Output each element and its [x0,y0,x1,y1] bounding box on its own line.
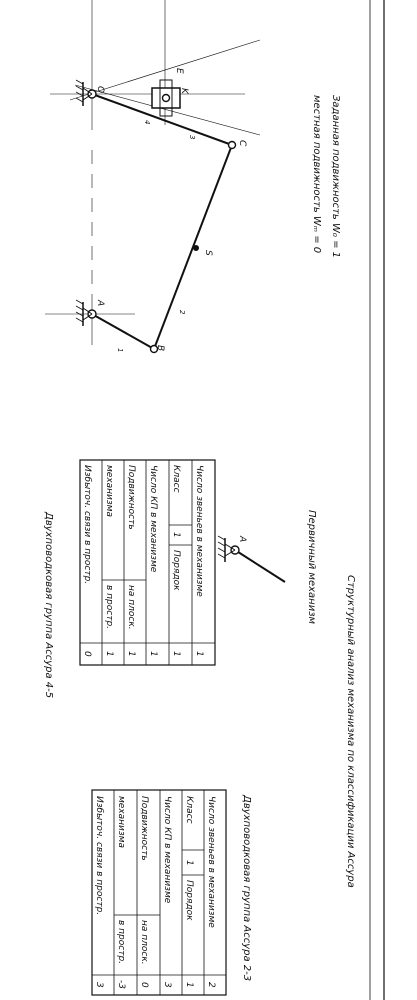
axis-diagonal [74,84,261,136]
joint-C [227,140,237,150]
label-link-3: 3 [188,135,196,139]
slider-pin [161,93,171,103]
tg-row2-label: Класс [184,796,194,824]
tp-row4-label: Подвижность [126,465,136,530]
link-C-B [153,144,233,350]
label-A-primary: A [237,535,247,542]
tp-row5-sub: в простр. [104,585,114,629]
group-2-3-title: Двухповодковая группа Ассура 2-3 [241,794,252,981]
mobility-text-1: Заданная подвижность W₀ = 1 [330,95,341,258]
tg-row5-sub: в простр. [116,920,126,964]
axis-diagonal-2 [69,39,261,101]
tp-row2-sub: Порядок [171,550,181,591]
tp-row5-label: механизма [104,465,114,517]
label-O: O [95,86,105,93]
tp-row6-value: 0 [82,651,92,657]
primary-mechanism-sketch: A [217,535,286,583]
table-primary: Число звеньев в механизме 1 Класс 1 Поря… [79,459,216,666]
label-E: E [174,68,184,74]
tg-row5-value: -3 [116,980,126,989]
label-link-1: 1 [116,348,124,352]
ground-O [75,79,93,106]
tg-row4-value: 0 [139,982,149,988]
slider-guide [159,79,173,117]
tp-row2-value: 1 [171,651,181,657]
tg-row6-value: 3 [94,982,104,988]
link-A-B [91,313,155,350]
tg-row2-value: 1 [184,982,194,988]
tp-row6-label: Избыточ. связи в простр. [82,465,92,584]
tp-row3-value: 1 [148,651,158,657]
label-link-2: 2 [178,310,186,315]
label-link-4: 4 [143,120,151,124]
ground-A [75,299,93,326]
tg-row4-sub: на плоск. [139,920,149,965]
mobility-text-2: местная подвижность Wₘ = 0 [311,95,322,253]
joint-B [149,344,159,354]
label-K: K [179,88,189,95]
label-C: C [237,140,247,147]
mechanism-diagram: O A K E C S B 1 2 3 4 [45,0,261,354]
tg-row1-label: Число звеньев в механизме [206,796,216,928]
tp-row2-label: Класс [171,465,181,493]
label-S: S [203,250,213,256]
group-4-5-title: Двухповодковая группа Ассура 4-5 [43,511,54,698]
tp-row4-sub: на плоск. [126,585,136,630]
link-O-slider [91,93,233,146]
tp-row5-value: 1 [104,651,114,657]
tp-row4-value: 1 [126,651,136,657]
mass-center-S [193,245,199,251]
tg-row6-label: Избыточ. связи в простр. [94,796,104,915]
tg-row3-value: 3 [162,982,172,988]
tp-row1-label: Число звеньев в механизме [194,465,204,597]
tg-row4-label: Подвижность [139,796,149,861]
main-title: Структурный анализ механизма по классифи… [345,575,356,888]
label-B: B [155,345,165,351]
tp-row2-mid: 1 [171,532,181,538]
tg-row2-mid: 1 [184,860,194,866]
tg-row3-label: Число КП в механизме [162,796,172,904]
tg-row1-value: 2 [206,982,216,988]
tp-row3-label: Число КП в механизме [148,465,158,573]
tg-row5-label: механизма [116,796,126,848]
primary-mechanism-title: Первичный механизм [306,510,317,625]
label-A: A [95,299,105,306]
tp-row1-value: 1 [194,651,204,657]
table-group-2-3: Число звеньев в механизме 2 Класс 1 Поря… [91,789,227,996]
tg-row2-sub: Порядок [184,880,194,921]
